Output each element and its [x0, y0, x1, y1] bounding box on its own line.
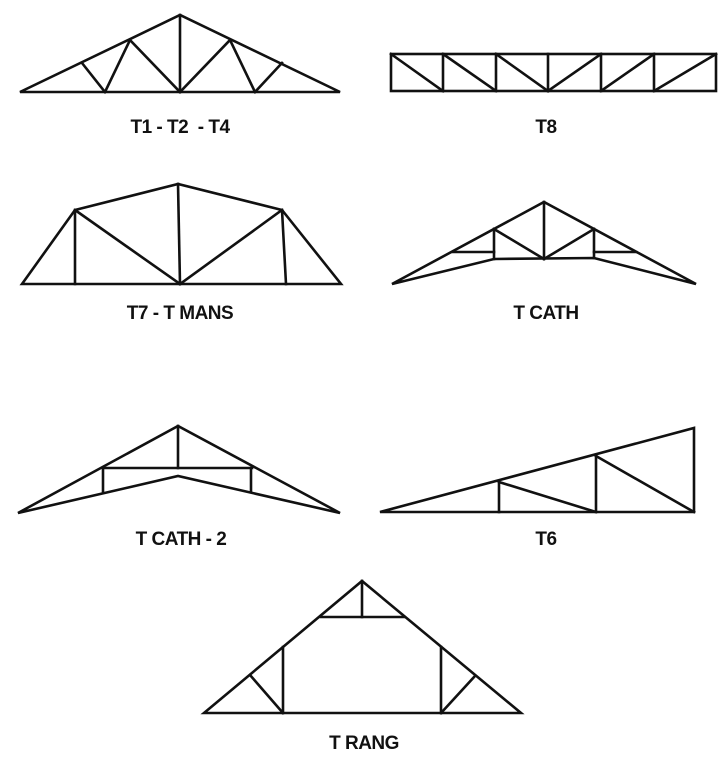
label-t7-t-mans: T7 - T MANS: [126, 303, 234, 324]
label-t8: T8: [535, 117, 557, 138]
label-t1-t2-t4: T1 - T2 - T4: [130, 117, 230, 138]
truss-t6: [379, 426, 696, 514]
label-t-cath-2: T CATH - 2: [135, 529, 227, 550]
truss-t1-t2-t4: [19, 13, 341, 94]
truss-t8: [389, 52, 718, 93]
truss-t7-t-mans: [19, 182, 344, 286]
truss-t-rang: [200, 579, 525, 715]
label-t-cath: T CATH: [513, 303, 579, 324]
label-t-rang: T RANG: [329, 733, 399, 754]
label-t6: T6: [535, 529, 557, 550]
truss-t-cath-2: [17, 424, 341, 515]
truss-t-cath: [391, 200, 697, 286]
